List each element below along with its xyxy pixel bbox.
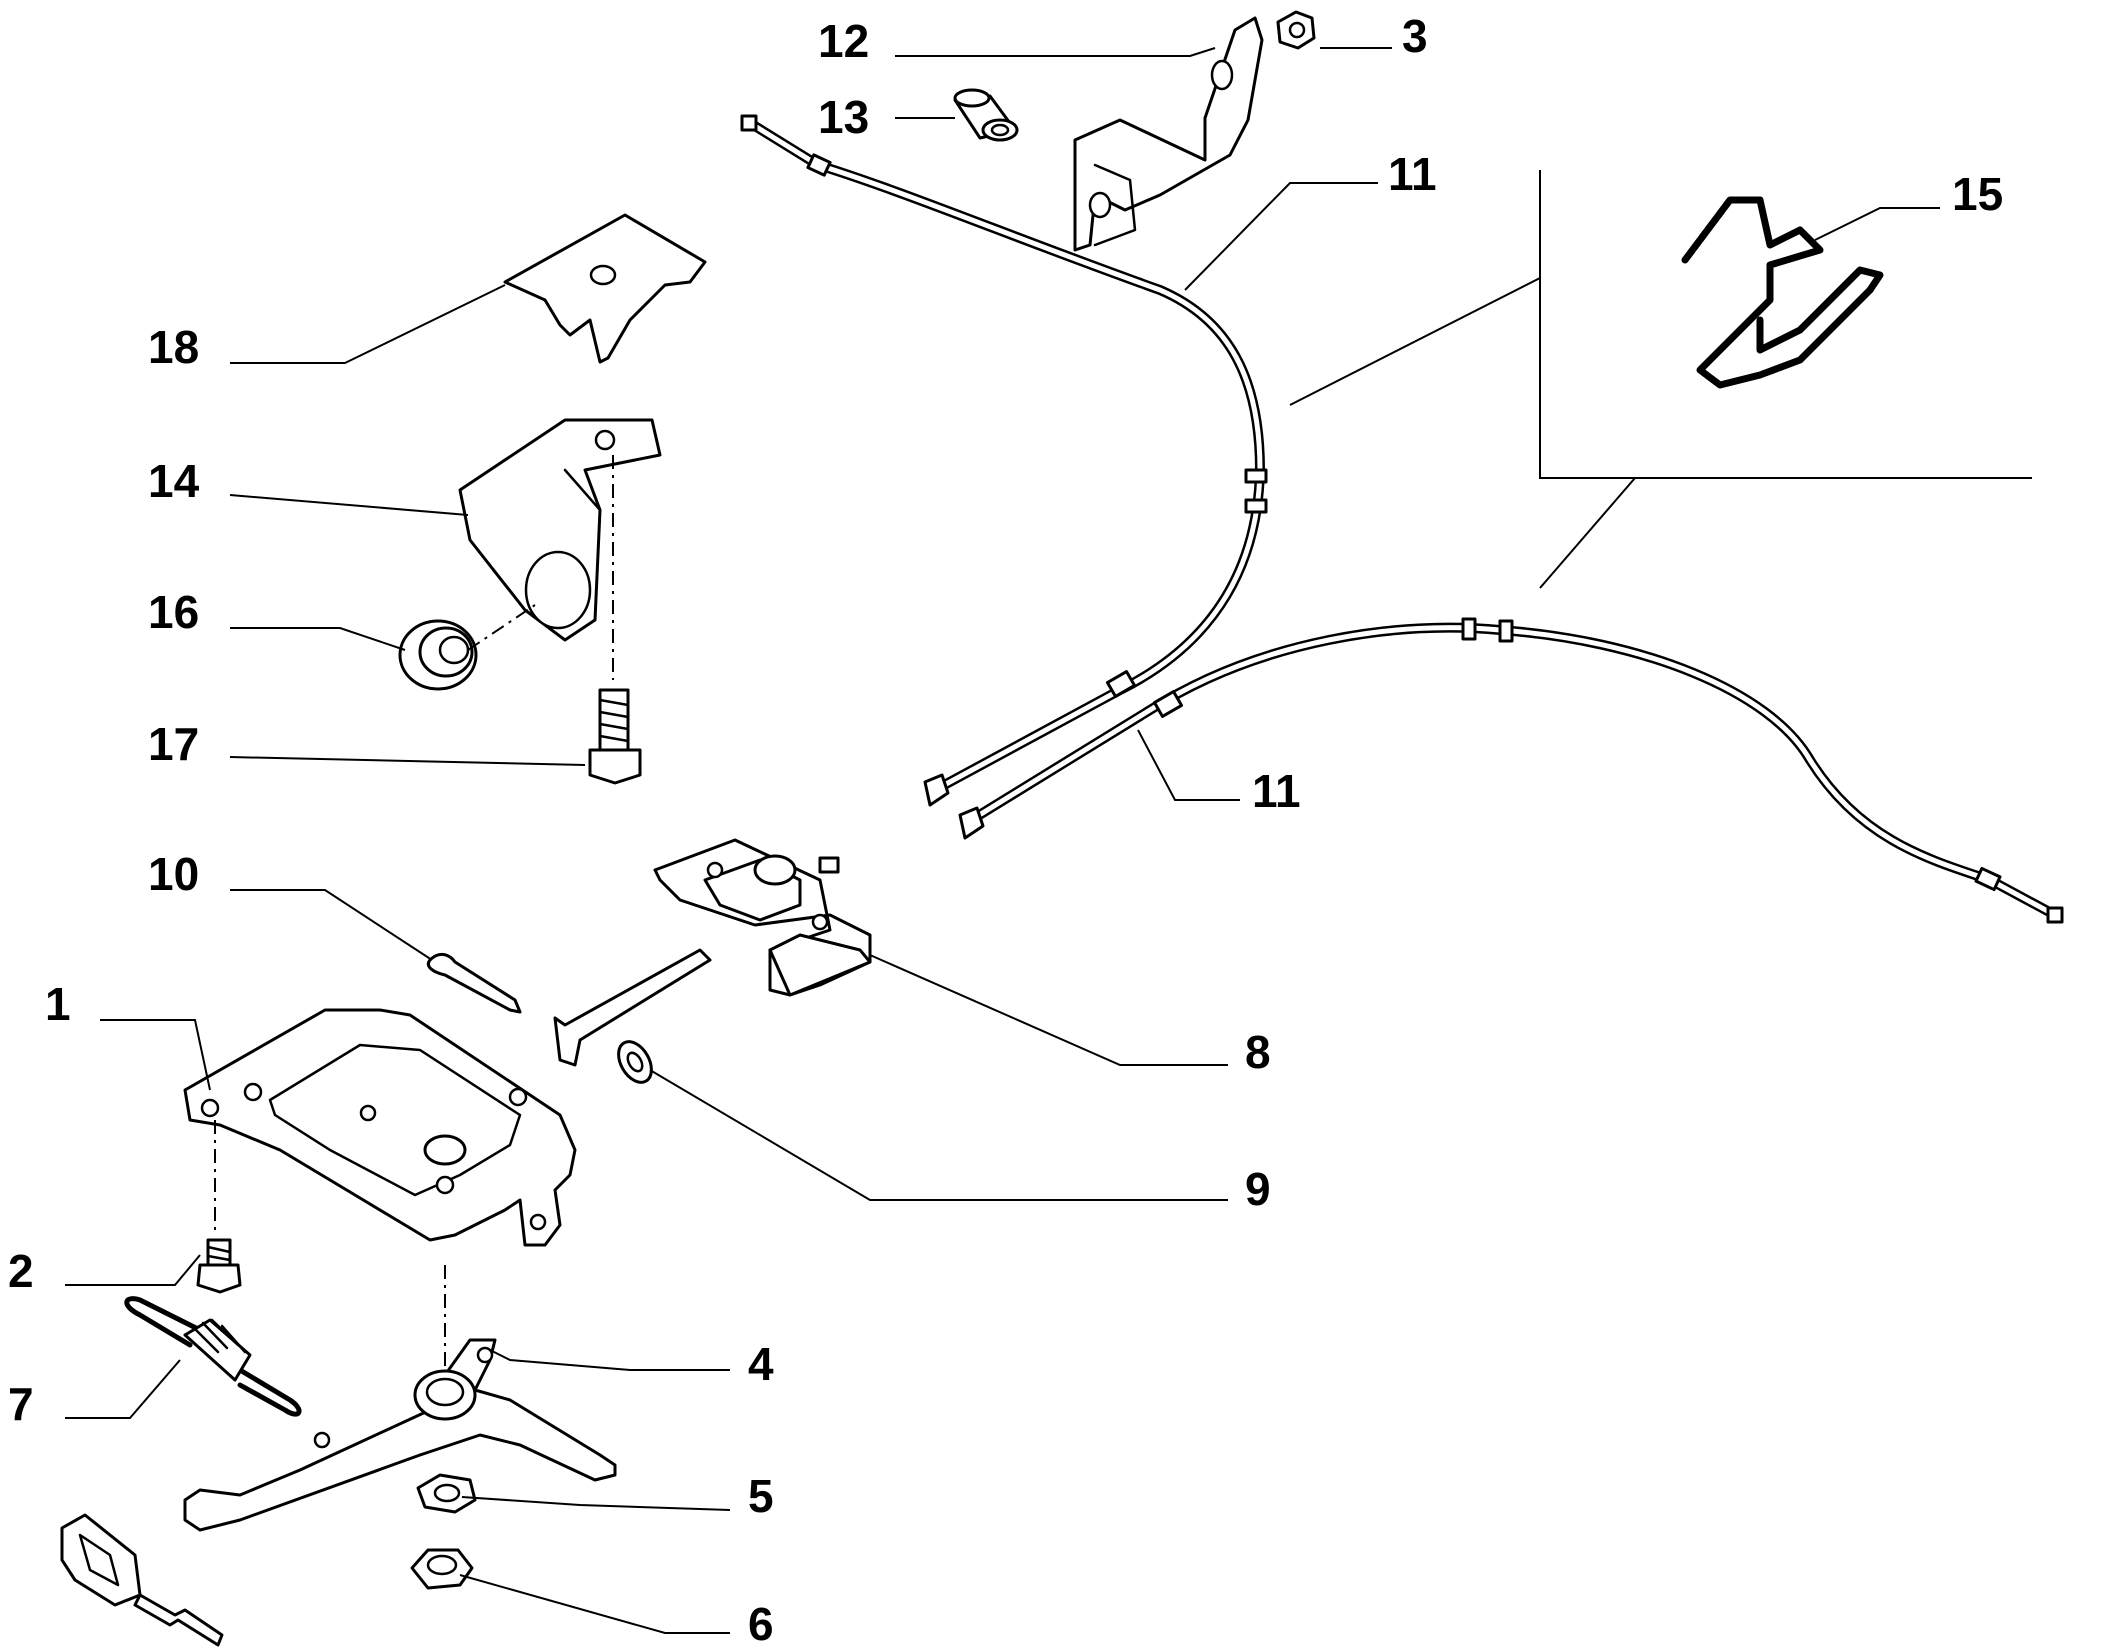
cable-left	[740, 114, 1268, 807]
nut-6	[410, 1548, 474, 1590]
bushing-13	[953, 88, 1019, 142]
callout-labels: 1 2 3 4 5 6 7 8 9 10 11 11 12 13 14 15 1…	[8, 10, 2003, 1650]
callout-14: 14	[148, 455, 200, 507]
callout-7: 7	[8, 1378, 34, 1430]
callout-13: 13	[818, 91, 869, 143]
spring-7	[124, 1296, 302, 1417]
callout-3: 3	[1402, 10, 1428, 62]
cotter-pin-10	[426, 952, 522, 1014]
callout-5: 5	[748, 1470, 774, 1522]
cable-right	[958, 617, 2064, 924]
grommet-16	[398, 619, 478, 691]
base-plate-1	[183, 1008, 577, 1247]
washer-9	[617, 1040, 653, 1084]
callout-17: 17	[148, 718, 199, 770]
leader-lines	[65, 47, 2032, 1634]
bolt-17	[588, 688, 642, 785]
bracket-18	[503, 213, 707, 364]
callout-15: 15	[1952, 168, 2003, 220]
bracket-12	[1073, 16, 1264, 252]
callout-10: 10	[148, 848, 199, 900]
nut-3	[1276, 10, 1316, 50]
callout-11b: 11	[1252, 765, 1301, 817]
lever-assembly-8	[553, 838, 872, 1067]
callout-2: 2	[8, 1245, 34, 1297]
callout-12: 12	[818, 15, 869, 67]
callout-11a: 11	[1388, 148, 1437, 200]
callout-8: 8	[1245, 1026, 1271, 1078]
lever-4	[183, 1338, 617, 1532]
callout-9: 9	[1245, 1163, 1271, 1215]
nut-5	[416, 1473, 477, 1514]
callout-18: 18	[148, 321, 199, 373]
callout-1: 1	[45, 978, 71, 1030]
clip-15	[1681, 196, 1884, 389]
callout-16: 16	[148, 586, 199, 638]
bolt-2	[196, 1238, 242, 1294]
callout-6: 6	[748, 1598, 774, 1650]
bracket-14	[458, 418, 662, 642]
callout-4: 4	[748, 1338, 774, 1390]
cable-end-connector	[60, 1513, 224, 1647]
